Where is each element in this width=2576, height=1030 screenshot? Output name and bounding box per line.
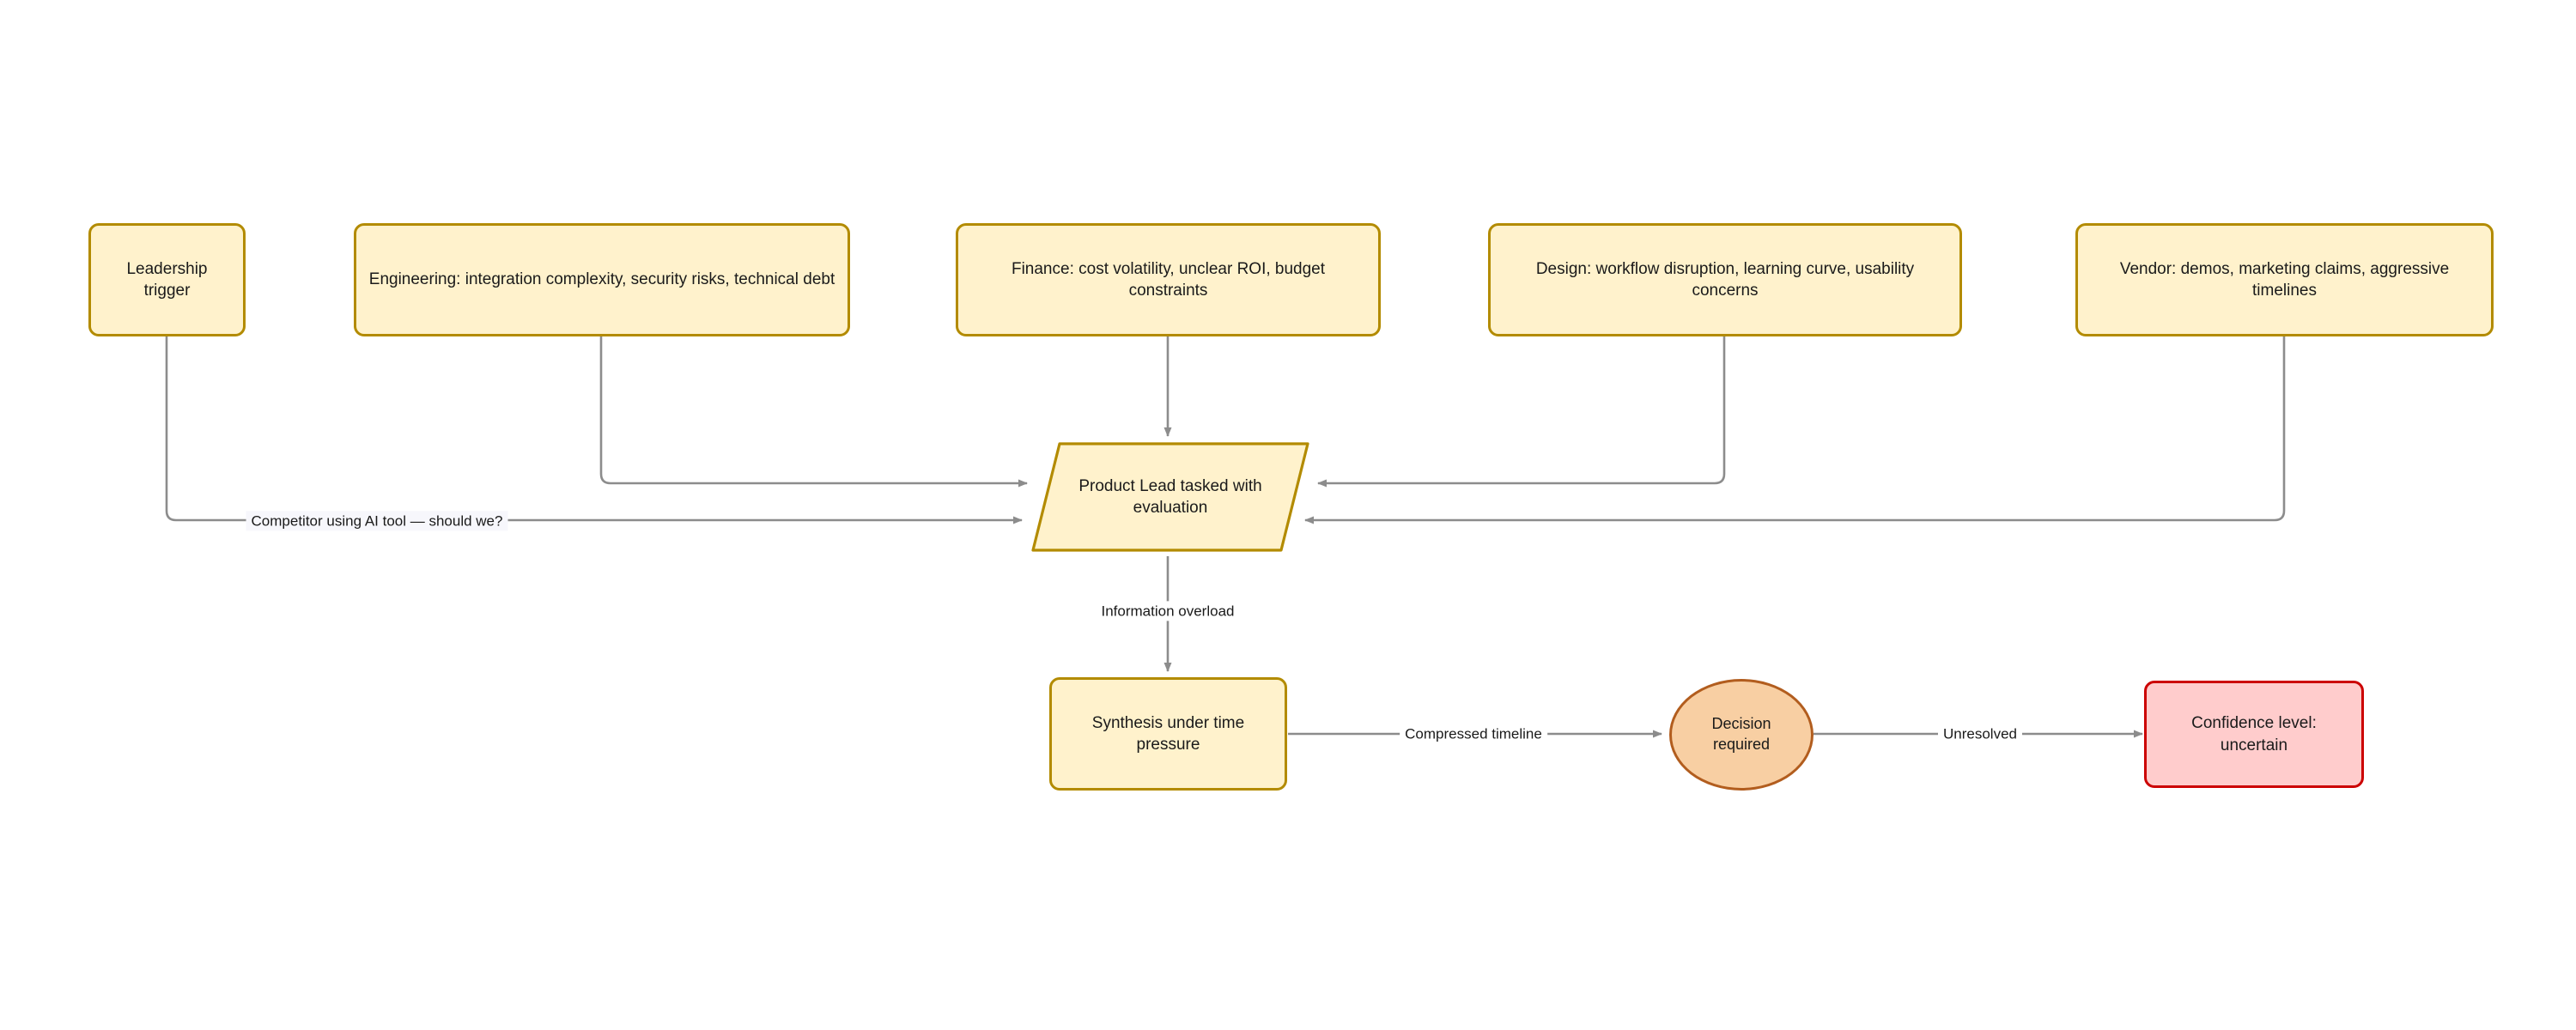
node-engineering-label: Engineering: integration complexity, sec… bbox=[368, 270, 835, 289]
node-design-label: Design: workflow disruption, learning cu… bbox=[1535, 259, 1915, 300]
node-product-lead-label: Product Lead tasked with evaluation bbox=[1078, 476, 1262, 517]
edge-vendor-to-product-lead bbox=[1304, 336, 2286, 524]
parallelogram-shape bbox=[1031, 442, 1309, 552]
node-product-lead[interactable]: Product Lead tasked with evaluation bbox=[1029, 439, 1312, 554]
node-confidence-level-label: Confidence level: uncertain bbox=[2191, 714, 2317, 754]
edge-label-unresolved: Unresolved bbox=[1938, 724, 2022, 744]
node-leadership-trigger[interactable]: Leadership trigger bbox=[88, 223, 246, 336]
node-leadership-trigger-label: Leadership trigger bbox=[126, 259, 208, 300]
node-finance-label: Finance: cost volatility, unclear ROI, b… bbox=[1011, 259, 1326, 300]
node-synthesis-label: Synthesis under time pressure bbox=[1091, 713, 1245, 754]
edge-engineering-to-product-lead bbox=[599, 336, 1028, 488]
edge-label-information-overload: Information overload bbox=[1096, 601, 1240, 621]
node-decision-required[interactable]: Decision required bbox=[1669, 679, 1814, 791]
edge-leadership-to-product-lead bbox=[165, 336, 1023, 524]
node-vendor-label: Vendor: demos, marketing claims, aggress… bbox=[2119, 259, 2450, 300]
node-vendor[interactable]: Vendor: demos, marketing claims, aggress… bbox=[2075, 223, 2494, 336]
node-confidence-level[interactable]: Confidence level: uncertain bbox=[2144, 681, 2364, 788]
node-design[interactable]: Design: workflow disruption, learning cu… bbox=[1488, 223, 1962, 336]
node-synthesis[interactable]: Synthesis under time pressure bbox=[1049, 677, 1287, 791]
edge-design-to-product-lead bbox=[1317, 336, 1726, 488]
node-finance[interactable]: Finance: cost volatility, unclear ROI, b… bbox=[956, 223, 1381, 336]
edge-label-competitor: Competitor using AI tool — should we? bbox=[246, 511, 508, 531]
node-engineering[interactable]: Engineering: integration complexity, sec… bbox=[354, 223, 850, 336]
node-decision-required-label: Decision required bbox=[1711, 715, 1771, 753]
edge-label-compressed-timeline: Compressed timeline bbox=[1400, 724, 1547, 744]
